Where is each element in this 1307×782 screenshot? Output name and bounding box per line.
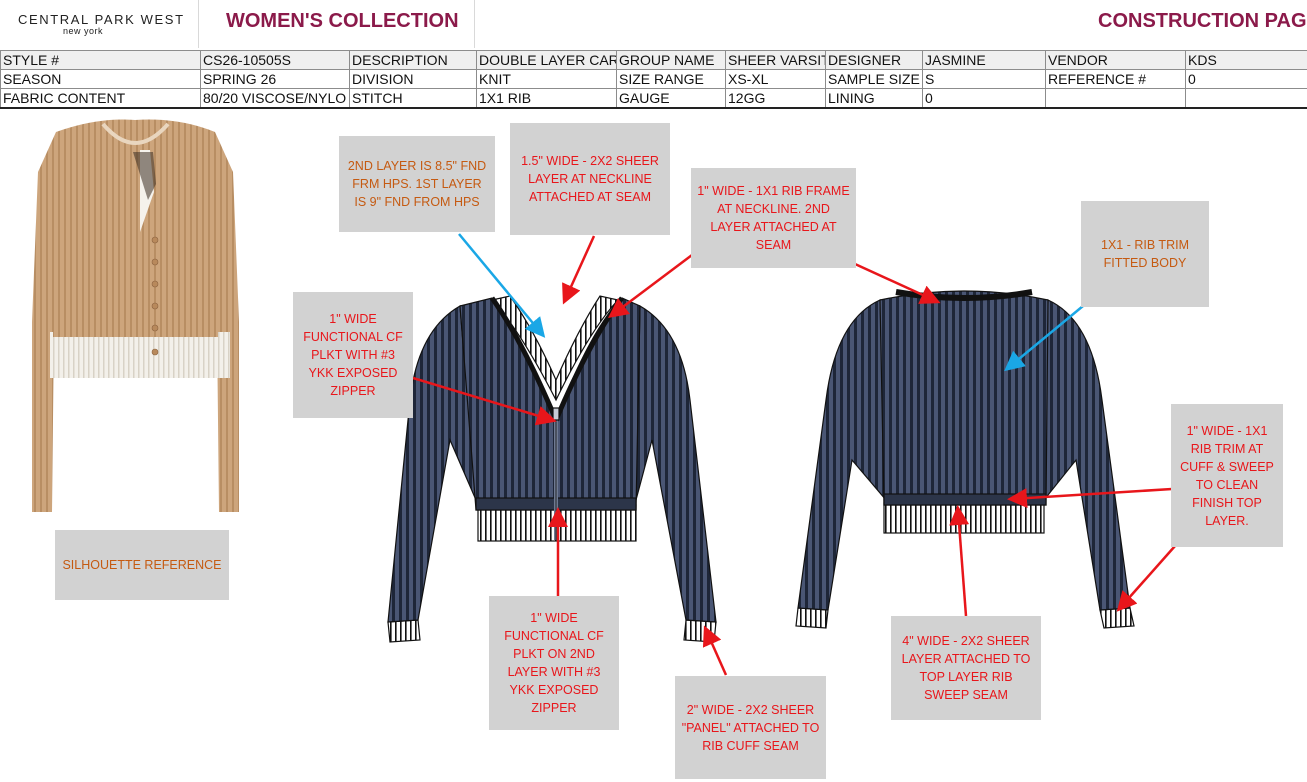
front-sketch [387, 295, 717, 643]
note-text: 2" WIDE - 2X2 SHEER "PANEL" ATTACHED TO … [681, 702, 820, 753]
value-description: DOUBLE LAYER CAR [476, 50, 617, 70]
note-text: 1X1 - RIB TRIM FITTED BODY [1101, 238, 1189, 270]
note-neckline-sheer: 1.5" WIDE - 2X2 SHEER LAYER AT NECKLINE … [510, 123, 670, 235]
collection-title: WOMEN'S COLLECTION [226, 10, 459, 32]
info-row-style: STYLE # CS26-10505S DESCRIPTION DOUBLE L… [0, 50, 1307, 70]
arrow-rib-trim-body [1004, 305, 1084, 372]
arrow-cf-placket [412, 376, 557, 426]
label-division: DIVISION [349, 69, 477, 89]
logo-sub-text: new york [63, 26, 104, 36]
arrow-cuff-trim [1116, 545, 1176, 612]
note-text: 1.5" WIDE - 2X2 SHEER LAYER AT NECKLINE … [521, 154, 659, 204]
label-fabric-content: FABRIC CONTENT [0, 88, 201, 108]
note-text: 1" WIDE FUNCTIONAL CF PLKT ON 2ND LAYER … [504, 611, 604, 715]
value-fabric-content: 80/20 VISCOSE/NYLO [200, 88, 350, 108]
arrow-layer-length [458, 233, 546, 338]
note-cf-placket-2nd-layer: 1" WIDE FUNCTIONAL CF PLKT ON 2ND LAYER … [489, 596, 619, 730]
note-cuff-panel: 2" WIDE - 2X2 SHEER "PANEL" ATTACHED TO … [675, 676, 826, 779]
note-text: 1" WIDE FUNCTIONAL CF PLKT WITH #3 YKK E… [303, 312, 403, 398]
arrow-neckline-frame-front [608, 254, 693, 318]
note-silhouette-reference: SILHOUETTE REFERENCE [55, 530, 229, 600]
note-neckline-frame: 1" WIDE - 1X1 RIB FRAME AT NECKLINE. 2ND… [691, 168, 856, 268]
label-vendor: VENDOR [1045, 50, 1186, 70]
note-text: SILHOUETTE REFERENCE [62, 558, 222, 572]
note-text: 4" WIDE - 2X2 SHEER LAYER ATTACHED TO TO… [901, 634, 1031, 702]
note-cf-placket: 1" WIDE FUNCTIONAL CF PLKT WITH #3 YKK E… [293, 292, 413, 418]
info-row-fabric: FABRIC CONTENT 80/20 VISCOSE/NYLO STITCH… [0, 88, 1307, 108]
value-designer: JASMINE [922, 50, 1046, 70]
note-text: 1" WIDE - 1X1 RIB FRAME AT NECKLINE. 2ND… [697, 184, 850, 252]
arrow-neckline-sheer [562, 235, 596, 305]
value-style: CS26-10505S [200, 50, 350, 70]
label-description: DESCRIPTION [349, 50, 477, 70]
value-stitch: 1X1 RIB [476, 88, 617, 108]
spec-info-table: STYLE # CS26-10505S DESCRIPTION DOUBLE L… [0, 50, 1307, 108]
note-text: 2ND LAYER IS 8.5" FND FRM HPS. 1ST LAYER… [347, 159, 487, 209]
label-group-name: GROUP NAME [616, 50, 726, 70]
note-sweep-layer: 4" WIDE - 2X2 SHEER LAYER ATTACHED TO TO… [891, 616, 1041, 720]
back-sketch [795, 289, 1135, 629]
note-rib-trim-body: 1X1 - RIB TRIM FITTED BODY [1081, 201, 1209, 307]
note-layer-length: 2ND LAYER IS 8.5" FND FRM HPS. 1ST LAYER… [339, 136, 495, 232]
arrow-cuff-panel [702, 625, 728, 676]
header-divider [474, 0, 475, 48]
value-group-name: SHEER VARSIT [725, 50, 826, 70]
arrow-sweep-trim [1007, 487, 1173, 509]
arrow-neckline-frame-back [854, 262, 941, 304]
page-title: CONSTRUCTION PAGE [1098, 10, 1307, 32]
value-vendor: KDS [1185, 50, 1307, 70]
note-cuff-sweep-trim: 1" WIDE - 1X1 RIB TRIM AT CUFF & SWEEP T… [1171, 404, 1283, 547]
label-designer: DESIGNER [825, 50, 923, 70]
arrow-sweep-layer [949, 505, 970, 617]
silhouette-reference-photo [32, 119, 239, 512]
logo-main-text: CENTRAL PARK WEST [18, 12, 185, 27]
table-bottom-rule [0, 107, 1307, 109]
note-text: 1" WIDE - 1X1 RIB TRIM AT CUFF & SWEEP T… [1180, 423, 1274, 528]
brand-logo: CENTRAL PARK WEST new york [0, 0, 199, 48]
page-header: CENTRAL PARK WEST new york WOMEN'S COLLE… [0, 0, 1307, 48]
